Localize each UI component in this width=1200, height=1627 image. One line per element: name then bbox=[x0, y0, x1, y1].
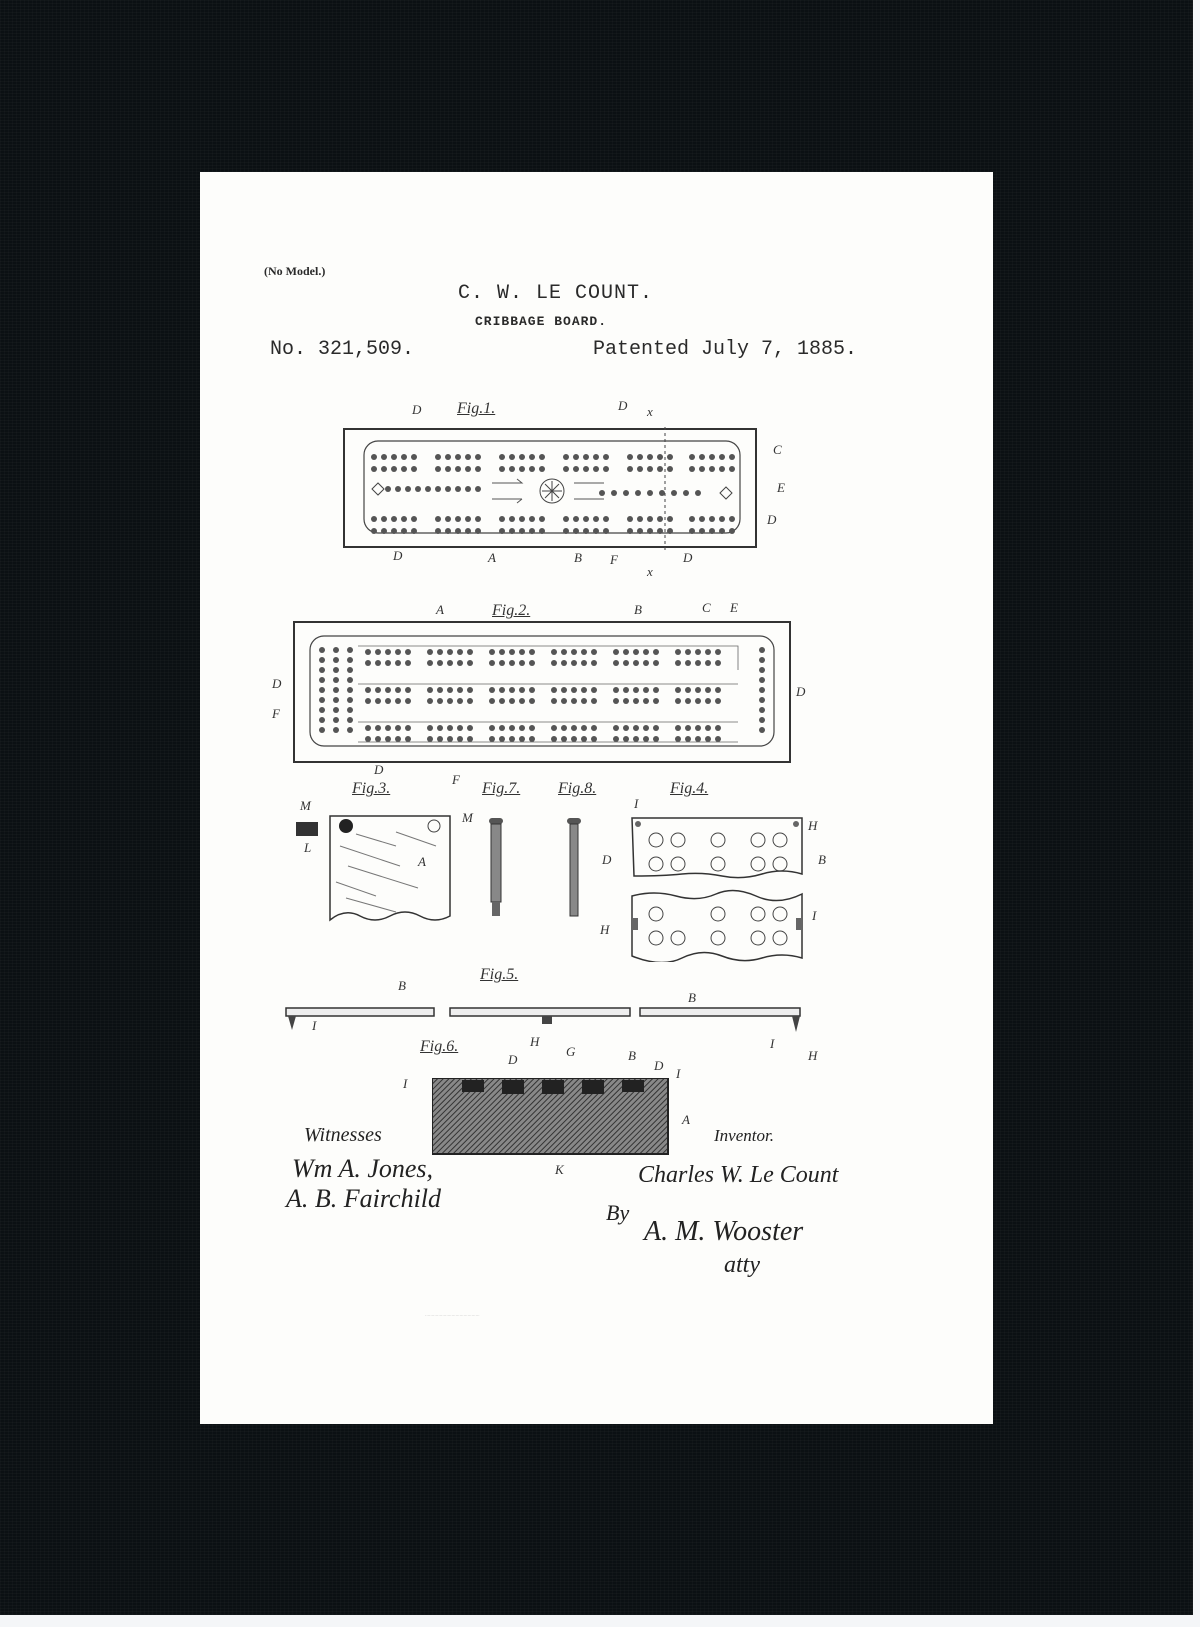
fig3-label: L bbox=[304, 840, 312, 855]
fig4-label: B bbox=[818, 852, 826, 867]
fig3-title: Fig.3. bbox=[352, 780, 391, 797]
fig6-label: G bbox=[566, 1044, 576, 1059]
fig6-label: I bbox=[403, 1076, 408, 1091]
fig2-label: F bbox=[272, 706, 280, 721]
fig7-peg-drawing bbox=[489, 818, 503, 916]
fig1-label: D bbox=[683, 550, 693, 565]
inventor-signature: Charles W. Le Count bbox=[638, 1162, 839, 1188]
fig1-label: D bbox=[412, 402, 422, 417]
witnesses-label: Witnesses bbox=[304, 1124, 382, 1146]
fig3-label: M bbox=[300, 798, 311, 813]
fig5-label: H bbox=[808, 1048, 818, 1063]
fig4-title: Fig.4. bbox=[670, 780, 709, 797]
fig1-label: D bbox=[767, 512, 777, 527]
fig5-label: H bbox=[530, 1034, 540, 1049]
fig2-label: A bbox=[436, 602, 444, 617]
fig4-label: I bbox=[634, 796, 639, 811]
fig2-label: E bbox=[730, 600, 738, 615]
fig5-label: B bbox=[688, 990, 696, 1005]
fig2-cribbage-board-drawing bbox=[293, 621, 791, 763]
fig5-title: Fig.5. bbox=[480, 966, 519, 983]
patent-subject: CRIBBAGE BOARD. bbox=[475, 314, 608, 329]
model-note: (No Model.) bbox=[264, 264, 326, 278]
fig6-label: A bbox=[682, 1112, 690, 1127]
fig4-label: I bbox=[812, 908, 817, 923]
inventor-label: Inventor. bbox=[714, 1126, 774, 1145]
fig5-label: B bbox=[398, 978, 406, 993]
inventor-heading: C. W. LE COUNT. bbox=[458, 282, 654, 305]
fig2-title: Fig.2. bbox=[492, 602, 531, 619]
fig1-label: D bbox=[618, 398, 628, 413]
fig5-label: I bbox=[770, 1036, 775, 1051]
fig5-label: I bbox=[312, 1018, 317, 1033]
patent-number: No. 321,509. bbox=[270, 338, 415, 361]
witness-signature-1: Wm A. Jones, bbox=[292, 1154, 434, 1183]
fig3-label: A bbox=[418, 854, 426, 869]
attorney-signature: A. M. Wooster bbox=[644, 1216, 804, 1247]
fig2-label: C bbox=[702, 600, 711, 615]
fig7-title: Fig.7. bbox=[482, 780, 521, 797]
fig4-label: D bbox=[602, 852, 612, 867]
fig2-label: F bbox=[452, 772, 460, 787]
fig2-label: D bbox=[272, 676, 282, 691]
fig6-cross-section-drawing bbox=[432, 1078, 669, 1155]
fig2-label: D bbox=[374, 762, 384, 777]
fig1-cribbage-board-drawing bbox=[343, 427, 757, 552]
fig1-label: x bbox=[647, 564, 653, 579]
fig4-label: H bbox=[600, 922, 610, 937]
fig4-label: H bbox=[808, 818, 818, 833]
fig1-label: C bbox=[773, 442, 782, 457]
fig8-title: Fig.8. bbox=[558, 780, 597, 797]
fig1-label: B bbox=[574, 550, 582, 565]
fig1-label: A bbox=[488, 550, 496, 565]
fig3-corner-piece-drawing bbox=[296, 815, 451, 922]
fig5-side-strips-drawing bbox=[285, 1007, 801, 1032]
witness-signature-2: A. B. Fairchild bbox=[286, 1184, 442, 1213]
fig6-title: Fig.6. bbox=[420, 1038, 459, 1055]
fig3-label: M bbox=[462, 810, 473, 825]
patent-document: (No Model.) C. W. LE COUNT. CRIBBAGE BOA… bbox=[200, 172, 993, 1424]
fig1-label: E bbox=[777, 480, 785, 495]
fig6-label: B bbox=[628, 1048, 636, 1063]
fig2-label: B bbox=[634, 602, 642, 617]
fig1-title: Fig.1. bbox=[457, 400, 496, 417]
fig2-label: D bbox=[796, 684, 806, 699]
fig4-board-section-drawing bbox=[631, 817, 803, 962]
fig6-label: D bbox=[508, 1052, 518, 1067]
attorney-title: atty bbox=[724, 1252, 760, 1278]
fig6-label: K bbox=[555, 1162, 564, 1177]
fig1-label: F bbox=[610, 552, 618, 567]
patent-date: Patented July 7, 1885. bbox=[593, 338, 858, 361]
fig8-peg-drawing bbox=[567, 818, 581, 917]
by-label: By bbox=[606, 1200, 630, 1225]
fig6-label: I bbox=[676, 1066, 681, 1081]
fig1-label: x bbox=[647, 404, 653, 419]
printer-imprint: ········································… bbox=[425, 1313, 480, 1318]
fig6-label: D bbox=[654, 1058, 664, 1073]
fig1-label: D bbox=[393, 548, 403, 563]
